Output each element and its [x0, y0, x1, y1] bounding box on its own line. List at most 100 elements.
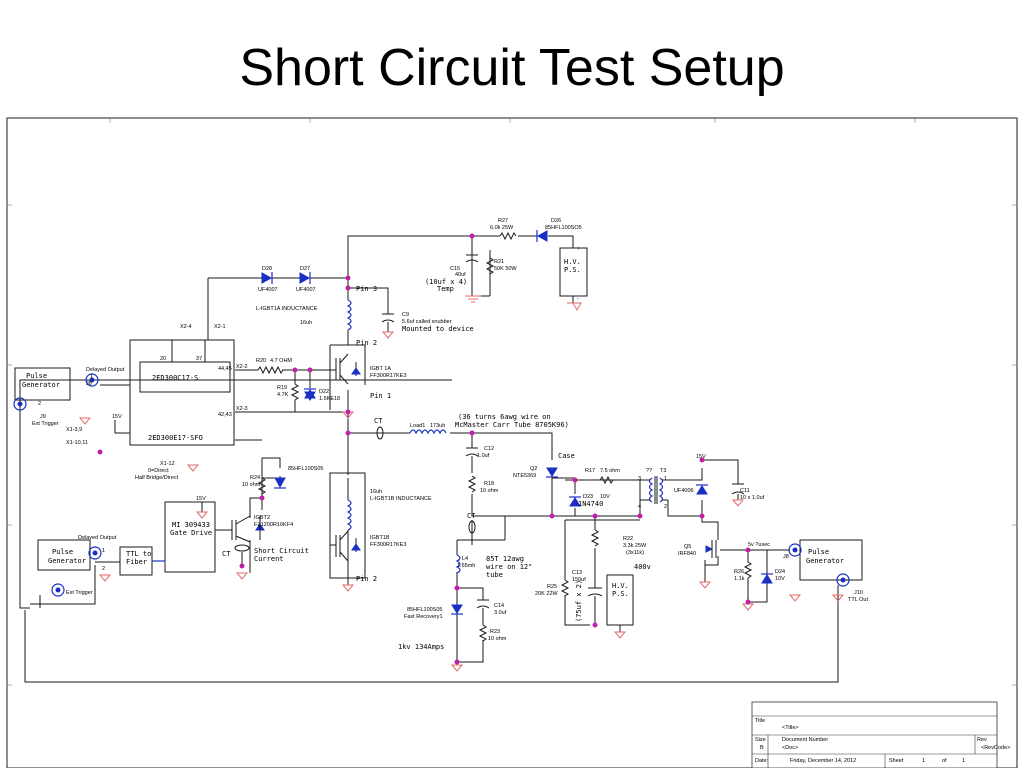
- pulse-gen-left-j8: J8: [86, 381, 92, 387]
- l4-note2: wire on 12": [486, 563, 532, 571]
- tb-of-label: of: [942, 758, 947, 764]
- ind-b-val: 16uh: [370, 489, 382, 495]
- c14-ref: C14: [494, 603, 504, 609]
- c15-note2: Temp: [437, 285, 454, 293]
- pulse-right-j8: J8: [783, 554, 789, 560]
- r22-val: 3.3k 25W: [623, 543, 647, 549]
- pulse-generator-mid-box: [37, 539, 91, 571]
- d-fast-part: 85HFL100S05: [288, 466, 323, 472]
- tb-rev-val: <RevCode>: [981, 745, 1010, 751]
- hvps-bot-v: 400v: [634, 563, 651, 571]
- capacitor-c13: [587, 587, 603, 625]
- r23-val: 10 ohm: [488, 636, 507, 642]
- igbt1a-part: FF300R17KE3: [370, 373, 406, 379]
- d27-part: UF4007: [296, 287, 316, 293]
- driver-x2-1: X2-1: [214, 324, 226, 330]
- diode-d26: [536, 230, 548, 242]
- ct-mid-note1: Short Circuit: [254, 547, 309, 555]
- tb-sheet-total: 1: [962, 758, 965, 764]
- tb-doc-label: Document Number: [782, 737, 828, 743]
- q2-part: NTE5369: [513, 473, 536, 479]
- slide-title: Short Circuit Test Setup: [239, 39, 785, 97]
- driver-half-bridge: Half Bridge/Direct: [135, 475, 179, 481]
- c14-val: 3.0uf: [494, 610, 507, 616]
- pulse-right-label-1: Pulse: [808, 548, 829, 556]
- r21-ref: R21: [494, 259, 504, 265]
- l4-ref: L4: [462, 556, 468, 562]
- hvps-top-minus: -: [577, 296, 579, 302]
- gate-drive-15v: 15V: [196, 496, 206, 502]
- v15b-label: 15V: [696, 454, 706, 460]
- resistor-r22: [590, 529, 600, 547]
- hvps-top-plus: +: [577, 246, 580, 252]
- resistor-r25: [560, 579, 570, 597]
- fast-rec-part: 85HFL100S05: [407, 607, 442, 613]
- pulse-gen-left-label-1: Pulse: [26, 372, 47, 380]
- driver-15v: 15V: [112, 414, 122, 420]
- l4-inductor: [455, 554, 461, 574]
- pulse-gen-left-pin2: 2: [38, 401, 41, 407]
- t3-pin2: 2: [664, 504, 667, 510]
- pulse-right-label-2: Generator: [806, 557, 844, 565]
- c15-val: 40uf: [455, 272, 466, 278]
- t3-pin4: 4: [638, 504, 641, 510]
- gate-drive-box: [164, 501, 216, 573]
- pulse-right-timing: 5v ?usec: [748, 542, 770, 548]
- uf4006-part: UF4006: [674, 488, 694, 494]
- r25-ref: R25: [547, 584, 557, 590]
- pulse-gen2-p1: 1: [102, 548, 105, 554]
- pulse-generator-right-box: [799, 539, 863, 581]
- igbt2-part: FZ1200R16KF4: [254, 522, 293, 528]
- bnc-delayed-mid: [88, 546, 102, 560]
- diode-uf4006: [696, 484, 708, 495]
- ct-mid-label: CT: [222, 550, 231, 558]
- pulse-gen-left-label-2: Generator: [22, 381, 60, 389]
- ttl-out-label: TTL Out: [848, 597, 868, 603]
- tb-rev-label: Rev: [977, 737, 987, 743]
- r18-val: 10 ohm: [480, 488, 499, 494]
- bnc-j9: [13, 397, 27, 411]
- igbt2-symbol: [231, 515, 265, 543]
- capacitor-c15: [465, 254, 479, 296]
- fast-rec-label: Fast Recovery1: [404, 614, 443, 620]
- junction-dots: [97, 233, 751, 665]
- rating-text: 1kv 134Amps: [398, 643, 444, 651]
- diode-d23: [569, 496, 581, 507]
- capacitor-c14: [476, 599, 490, 609]
- ext-trigger-label: Ext Trigger: [32, 421, 59, 427]
- hvps-bot-l2: P.S.: [612, 590, 629, 598]
- tb-sheet-num: 1: [922, 758, 925, 764]
- r19-val: 4.7K: [277, 392, 289, 398]
- igbt1a-inductor: [346, 299, 352, 331]
- d23-ref: D23: [583, 494, 593, 500]
- d24-ref: D24: [775, 569, 785, 575]
- bnc-j8-right: [788, 543, 802, 557]
- ind-a-label: L-IGBT1A INDUCTANCE: [256, 306, 318, 312]
- resistor-r18: [467, 475, 477, 493]
- igbt1b-part: FF300R17KE3: [370, 542, 406, 548]
- diode-d27: [299, 272, 311, 284]
- ttl-l1: TTL to: [126, 550, 151, 558]
- ct-mid-note2: Current: [254, 555, 284, 563]
- ct-mid-sensor: [234, 544, 250, 552]
- igbt1a-ref: IGBT 1A: [370, 366, 391, 372]
- ind-b-label: L-IGBT1B INDUCTANCE: [370, 496, 432, 502]
- ct-top-label: CT: [374, 417, 383, 425]
- d26-ref: D26: [551, 218, 561, 224]
- gate-drive-l2: Gate Drive: [170, 529, 212, 537]
- load1-inductor: [409, 429, 447, 435]
- r27-ref: R27: [498, 218, 508, 224]
- r24-val: 10 ohm: [242, 482, 261, 488]
- tb-sheet-label: Sheet: [889, 758, 904, 764]
- x1-10-11-label: X1-10,11: [66, 440, 88, 446]
- resistor-r27: [499, 231, 517, 241]
- d23-val: 10V: [600, 494, 610, 500]
- diode-d22: [304, 388, 316, 401]
- r26-ref: R26: [734, 569, 744, 575]
- r17-ref: R17: [585, 468, 595, 474]
- c13-ref: C13: [572, 570, 582, 576]
- l4-val: 1.65mh: [457, 563, 475, 569]
- tb-date-label: Date:: [755, 758, 769, 764]
- d28-part: UF4007: [258, 287, 278, 293]
- driver-pin-37: 37: [196, 356, 202, 362]
